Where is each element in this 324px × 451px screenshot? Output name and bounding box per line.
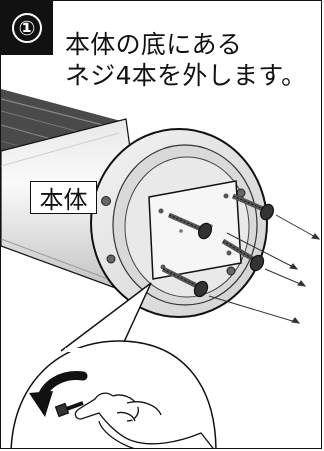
- instruction-line-1: 本体の底にある: [65, 30, 243, 59]
- screw-4: [161, 266, 209, 298]
- instruction-line-2: ネジ4本を外します。: [65, 61, 307, 90]
- instruction-text: 本体の底にある ネジ4本を外します。: [65, 29, 320, 91]
- part-label: 本体: [30, 181, 97, 214]
- step-badge: ①: [1, 1, 53, 55]
- detail-callout: [10, 282, 217, 448]
- removal-arrows: [208, 214, 321, 324]
- bottom-plate: [148, 180, 242, 280]
- screw-2: [232, 193, 275, 221]
- screw-3: [221, 238, 265, 272]
- step-number: ①: [12, 13, 42, 43]
- counterclockwise-arrow-icon: [29, 371, 88, 417]
- screw-1: [167, 212, 213, 240]
- hand-illustration: [54, 392, 214, 448]
